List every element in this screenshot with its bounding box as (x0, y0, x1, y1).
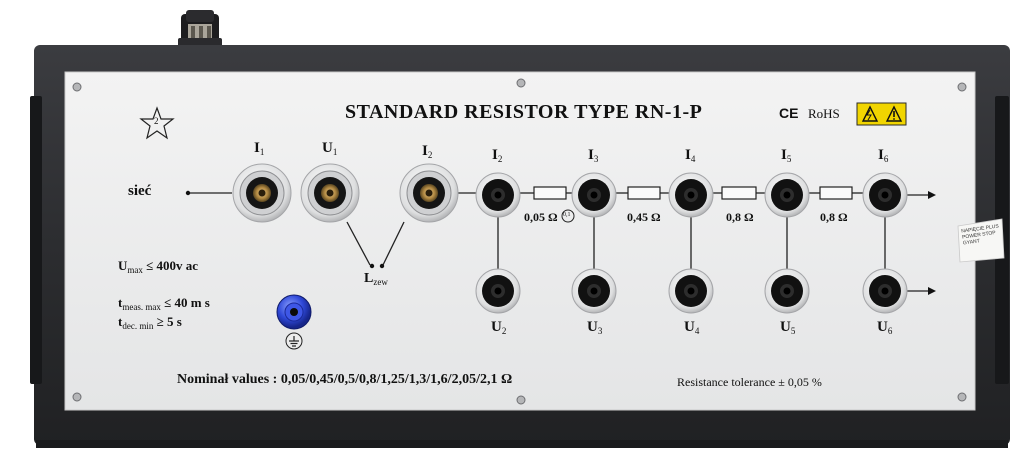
socket-I2[interactable] (475, 172, 521, 218)
socket-I5[interactable] (764, 172, 810, 218)
terminal-label-I3: I3 (588, 147, 599, 164)
class-star-number: 2 (154, 116, 159, 126)
terminal-label-U2: U2 (491, 319, 507, 336)
terminal-label-U1: U1 (322, 140, 338, 157)
resistor-value-1: 0,05 Ω (524, 210, 558, 224)
warning-sticker-icon (856, 102, 907, 126)
terminal-label-I2-large: I2 (422, 143, 433, 160)
socket-I6[interactable] (862, 172, 908, 218)
terminal-label-I5: I5 (781, 147, 792, 164)
panel-screws (72, 78, 967, 405)
ce-mark: CE (779, 105, 799, 121)
panel-title: STANDARD RESISTOR TYPE RN-1-P (345, 101, 703, 123)
spec-umax: Umax ≤ 400v ac (118, 258, 199, 275)
socket-U3[interactable] (571, 268, 617, 314)
terminal-label-U4: U4 (684, 319, 700, 336)
resistor-symbols (533, 186, 853, 200)
socket-I3[interactable] (571, 172, 617, 218)
socket-U4[interactable] (668, 268, 714, 314)
terminal-label-U6: U6 (877, 319, 893, 336)
socket-I4[interactable] (668, 172, 714, 218)
socket-U2[interactable] (475, 268, 521, 314)
terminal-large-U1[interactable] (300, 163, 360, 223)
terminal-label-I2: I2 (492, 147, 503, 164)
resistor-value-2: 0,45 Ω (627, 210, 661, 224)
resistor-note-icon (561, 209, 575, 223)
terminal-label-I6: I6 (878, 147, 889, 164)
schematic-dots (185, 190, 385, 269)
output-arrows (928, 191, 936, 295)
socket-U5[interactable] (764, 268, 810, 314)
terminal-label-U3: U3 (587, 319, 603, 336)
resistor-value-3: 0,8 Ω (726, 210, 754, 224)
resistance-tolerance: Resistance tolerance ± 0,05 % (677, 375, 822, 389)
terminal-label-I4: I4 (685, 147, 696, 164)
front-panel (64, 71, 976, 411)
mains-label: sieć (128, 183, 152, 199)
ground-terminal[interactable] (276, 294, 312, 330)
resistor-value-4: 0,8 Ω (820, 210, 848, 224)
terminal-label-U5: U5 (780, 319, 796, 336)
resistor-note: 0,1 (563, 212, 571, 218)
rohs-mark: RoHS (808, 106, 840, 121)
terminal-label-I1: I1 (254, 140, 265, 157)
terminal-large-I1[interactable] (232, 163, 292, 223)
spec-tmeas: tmeas. max ≤ 40 m s (118, 295, 210, 312)
side-label-sticker (957, 218, 1005, 263)
nominal-values: Nominał values : 0,05/0,45/0,5/0,8/1,25/… (177, 372, 513, 387)
socket-U6[interactable] (862, 268, 908, 314)
ground-symbol-icon (285, 332, 303, 350)
external-load-label: Lzew (364, 271, 388, 287)
class-star-icon (139, 106, 175, 140)
top-knob (178, 10, 222, 50)
terminal-large-I2[interactable] (399, 163, 459, 223)
spec-tdec: tdec. min ≥ 5 s (118, 314, 182, 331)
